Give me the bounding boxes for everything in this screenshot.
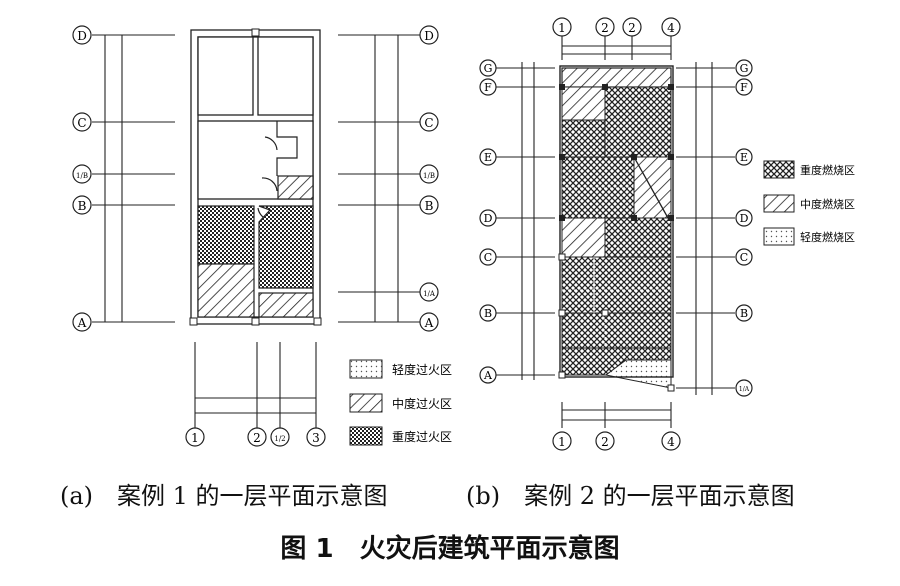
axis-label-a-left-4: A: [77, 316, 87, 330]
axis-label-a-left-2: 1/B: [76, 172, 88, 180]
axis-label-b-top-2: 2: [628, 21, 636, 35]
axis-label-b-left-2: E: [484, 151, 492, 164]
axis-label-a-bottom-0: 1: [191, 431, 199, 445]
axis-label-a-bottom-3: 3: [312, 431, 320, 445]
axis-label-b-bottom-2: 4: [667, 435, 675, 449]
axis-label-b-right-6: 1/A: [739, 386, 750, 393]
axis-label-b-right-3: D: [740, 212, 749, 225]
axis-label-a-right-0: D: [424, 29, 434, 43]
axis-label-a-left-1: C: [77, 116, 86, 130]
axis-label-b-right-0: G: [740, 62, 749, 75]
axis-label-b-top-3: 4: [667, 21, 675, 35]
panel-a-floor-plan: D C 1/B B A D C 1/B B 1/A A: [72, 25, 452, 447]
axis-label-a-right-3: B: [425, 199, 434, 213]
panel-b-caption: (b) 案例 2 的一层平面示意图: [466, 482, 795, 510]
axis-label-b-left-6: A: [483, 369, 493, 382]
legend-b: 重度燃烧区 中度燃烧区 轻度燃烧区: [763, 160, 855, 246]
axis-label-b-top-1: 2: [601, 21, 609, 35]
axis-label-a-left-0: D: [77, 29, 87, 43]
axis-label-b-left-4: C: [484, 251, 492, 264]
axis-label-b-right-1: F: [740, 81, 748, 94]
legend-a-item-1: 中度过火区: [392, 396, 452, 411]
axis-label-b-left-3: D: [484, 212, 493, 225]
panel-a-caption: (a) 案例 1 的一层平面示意图: [60, 482, 388, 510]
axis-label-a-bottom-2: 1/2: [274, 435, 285, 443]
axis-label-a-right-4: 1/A: [423, 290, 436, 298]
axis-label-a-right-1: C: [424, 116, 433, 130]
axis-label-b-right-5: B: [740, 307, 748, 320]
axis-label-a-bottom-1: 2: [253, 431, 261, 445]
axis-label-b-right-4: C: [740, 251, 748, 264]
legend-a-item-0: 轻度过火区: [392, 362, 452, 377]
legend-b-item-2: 轻度燃烧区: [800, 230, 855, 244]
legend-a: 轻度过火区 中度过火区 重度过火区: [349, 359, 452, 446]
axis-label-b-bottom-1: 2: [601, 435, 609, 449]
axis-label-a-right-5: A: [424, 316, 434, 330]
axis-label-a-left-3: B: [78, 199, 87, 213]
axis-label-b-top-0: 1: [558, 21, 566, 35]
axis-label-b-right-2: E: [740, 151, 748, 164]
legend-b-item-1: 中度燃烧区: [800, 197, 855, 211]
axis-label-a-right-2: 1/B: [423, 172, 435, 180]
axis-label-b-left-0: G: [484, 62, 493, 75]
axis-label-b-bottom-0: 1: [558, 435, 566, 449]
panel-b-floor-plan: 1 2 2 4 G F E D C B A G: [479, 17, 855, 451]
figure-title: 图 1 火灾后建筑平面示意图: [280, 534, 620, 564]
legend-a-item-2: 重度过火区: [392, 429, 452, 444]
axis-label-b-left-5: B: [484, 307, 492, 320]
axis-label-b-left-1: F: [484, 81, 492, 94]
legend-b-item-0: 重度燃烧区: [800, 163, 855, 177]
